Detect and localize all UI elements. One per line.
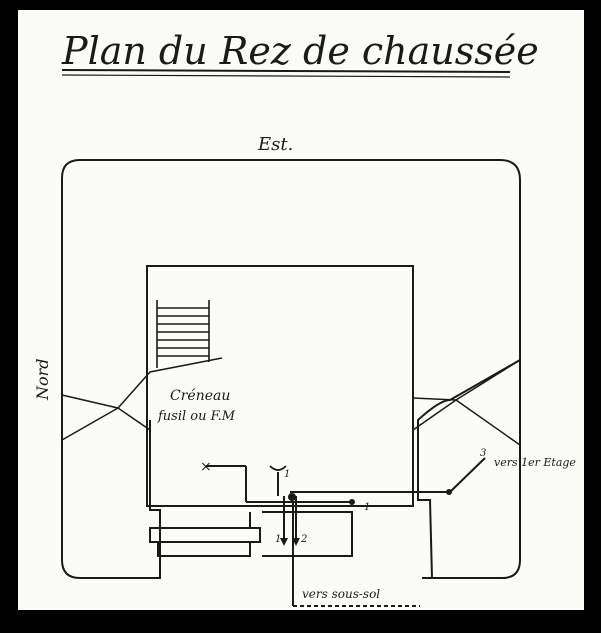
arrow-down-1 — [280, 538, 288, 546]
east-label: Est. — [257, 134, 293, 155]
left-embrasure-inner — [117, 407, 151, 431]
marker-3-right: 3 — [480, 448, 486, 459]
left-embrasure-upper — [61, 357, 223, 409]
cross-marker: × — [200, 459, 212, 475]
marker-1-top: 1 — [284, 469, 290, 480]
right-embrasure-upper — [412, 359, 521, 401]
marker-1-bottom: 1 — [275, 534, 281, 545]
to-first-floor-label: vers 1er Etage — [494, 456, 576, 469]
title-underline — [61, 69, 511, 73]
plan-title: Plan du Rez de chaussée — [61, 29, 539, 73]
right-embrasure-lower — [455, 399, 521, 446]
to-basement-label: vers sous-sol — [302, 587, 380, 601]
arrow-down-2 — [292, 538, 300, 546]
junction-node — [288, 493, 296, 501]
left-embrasure-lower — [61, 407, 119, 441]
title-underline-2 — [61, 74, 511, 78]
inner-room — [146, 265, 414, 507]
node-right — [349, 499, 355, 505]
outer-wall-left — [61, 159, 161, 579]
paper-sheet — [18, 10, 584, 610]
entrance-steps — [149, 512, 261, 557]
node-far-right — [446, 489, 452, 495]
north-label: Nord — [33, 358, 52, 401]
outer-wall-right — [80, 159, 521, 579]
loophole-label-line1: Créneau — [170, 388, 230, 404]
ladder — [156, 300, 210, 368]
loophole-label-line2: fusil ou F.M — [157, 409, 236, 424]
right-embrasure-inner — [412, 399, 457, 431]
valve-symbol — [269, 465, 287, 471]
marker-2-bottom: 2 — [300, 534, 307, 545]
marker-1-right: 1 — [364, 502, 370, 513]
bottom-passage — [262, 511, 353, 557]
pipework — [206, 457, 486, 607]
